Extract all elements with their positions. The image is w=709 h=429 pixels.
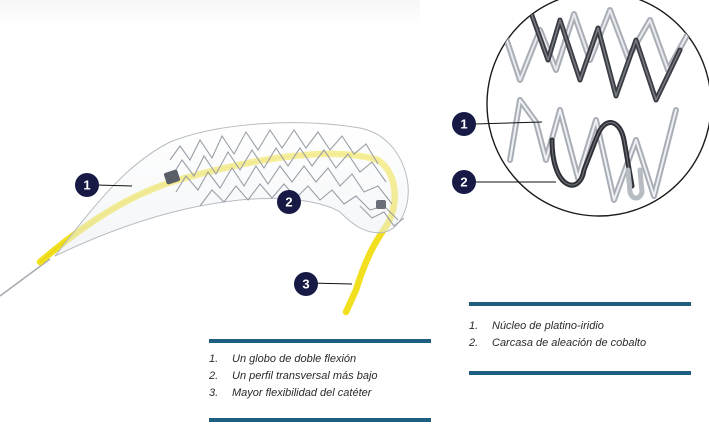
marker-band [376, 200, 386, 209]
legend-rule-bottom [209, 418, 431, 422]
callout-badge-2-left: 2 [277, 190, 301, 214]
legend-item: 3.Mayor flexibilidad del catéter [209, 387, 372, 399]
legend-item: 2.Un perfil transversal más bajo [209, 370, 378, 382]
zoom-detail [497, 7, 693, 203]
legend-item: 1.Un globo de doble flexión [209, 353, 357, 365]
legend-left: 1.Un globo de doble flexión 2.Un perfil … [209, 339, 431, 425]
legend-right: 1.Núcleo de platino-iridio 2.Carcasa de … [469, 302, 691, 378]
callout-badge-1-right: 1 [452, 112, 476, 136]
legend-rule-top [469, 302, 691, 306]
header-band [0, 0, 420, 26]
zoom-circle [486, 0, 709, 217]
legend-list: 1.Núcleo de platino-iridio 2.Carcasa de … [469, 318, 646, 352]
svg-text:2: 2 [285, 195, 292, 210]
legend-list: 1.Un globo de doble flexión 2.Un perfil … [209, 351, 378, 402]
svg-text:2: 2 [460, 175, 467, 190]
svg-text:1: 1 [460, 117, 467, 132]
callout-badge-2-right: 2 [452, 170, 476, 194]
callout-badge-1-left: 1 [75, 173, 99, 197]
guide-wire [0, 258, 51, 297]
svg-text:1: 1 [83, 178, 90, 193]
svg-text:3: 3 [302, 277, 309, 292]
legend-rule-bottom [469, 371, 691, 375]
balloon [54, 122, 409, 257]
legend-item: 2.Carcasa de aleación de cobalto [469, 337, 647, 349]
legend-item: 1.Núcleo de platino-iridio [469, 320, 604, 332]
marker-band [164, 169, 180, 185]
callout-badge-3-left: 3 [294, 272, 318, 296]
legend-rule-top [209, 339, 431, 343]
